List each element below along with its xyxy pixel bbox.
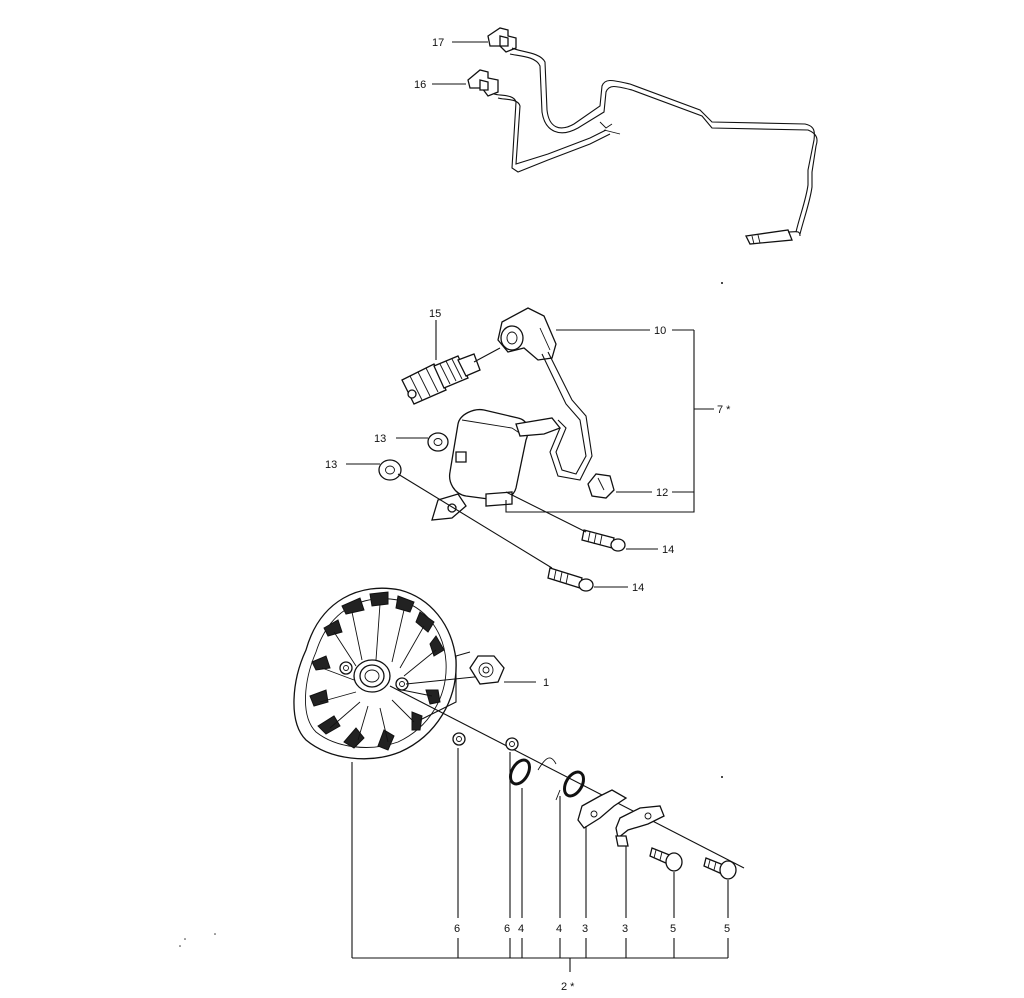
label-1: 1 [504,677,549,689]
part-number-5-left: 5 [670,923,676,935]
part-number-14-upper: 14 [662,544,674,556]
part-number-17: 17 [432,37,444,49]
part-number-13-lower: 13 [325,459,337,471]
pawl-screw-right [703,857,737,880]
pawl-screw-left [649,847,683,872]
part-number-1: 1 [543,677,549,689]
label-14-upper: 14 [626,544,674,556]
label-12: 12 [616,487,694,499]
label-10: 10 [556,325,694,337]
label-13-lower: 13 [325,459,380,471]
screw-upper [581,529,626,552]
part-number-4-left: 4 [518,923,524,935]
spark-plug [401,347,501,405]
part-number-14-lower: 14 [632,582,644,594]
part-number-3-left: 3 [582,923,588,935]
ignition-module [431,408,562,521]
label-14-lower: 14 [594,582,644,594]
label-13-upper: 13 [374,433,428,445]
part-number-6-right: 6 [504,923,510,935]
spark-plug-boot [497,307,557,361]
grommet [587,473,615,499]
part-number-7: 7 * [717,404,731,416]
label-7: 7 * [694,404,731,416]
label-16: 16 [414,79,466,91]
part-number-3-right: 3 [622,923,628,935]
spacer-lower [378,459,402,481]
part-number-15: 15 [429,308,441,320]
bottom-callout-leaders [351,748,729,972]
pawl-left [577,789,628,829]
screw-lower [547,567,594,592]
part-number-6-left: 6 [454,923,460,935]
part-number-10: 10 [654,325,666,337]
pawl-right [615,805,665,847]
flywheel [293,587,457,760]
label-15: 15 [429,308,441,360]
part-number-12: 12 [656,487,668,499]
part-number-5-right: 5 [724,923,730,935]
stop-switch-cable-assembly [467,27,818,245]
washer-left [452,732,466,746]
flywheel-nut [469,655,505,685]
washer-right [505,737,519,751]
part-number-2: 2 * [561,981,575,993]
spring-left [509,757,557,786]
part-number-16: 16 [414,79,426,91]
part-number-4-right: 4 [556,923,562,935]
spacer-upper [427,432,449,452]
spring-right [555,770,585,801]
part-number-13-upper: 13 [374,433,386,445]
label-17: 17 [432,37,488,49]
